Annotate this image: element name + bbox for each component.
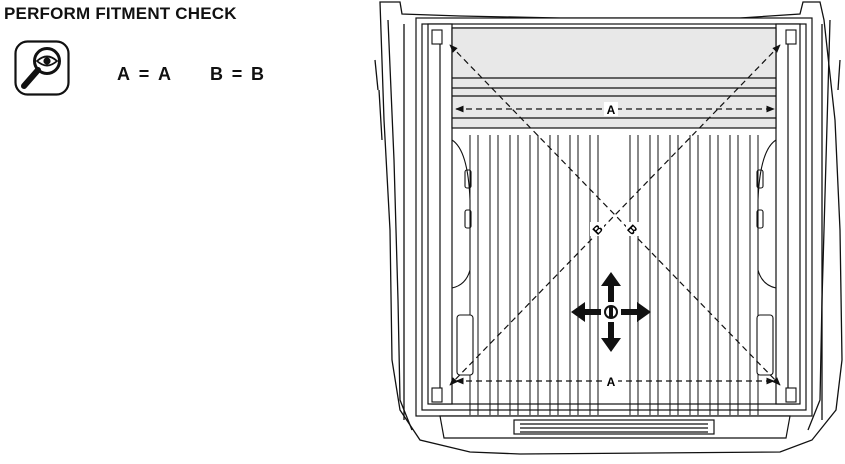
- tailgate: [440, 416, 790, 438]
- label-a-bottom: A: [607, 375, 616, 389]
- label-a-top: A: [607, 103, 616, 117]
